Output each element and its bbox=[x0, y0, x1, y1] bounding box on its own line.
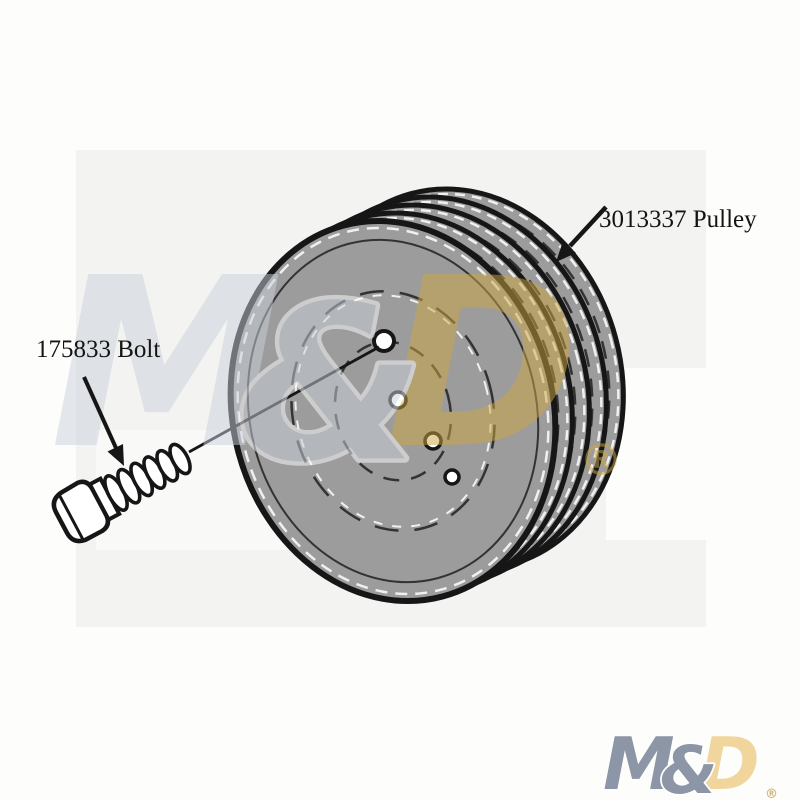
pulley-callout-arrowhead bbox=[556, 241, 576, 262]
bolt-callout-arrowhead bbox=[107, 444, 124, 466]
bolt-drawing bbox=[51, 345, 380, 544]
callouts: 175833 Bolt 3013337 Pulley bbox=[36, 205, 757, 466]
bolt-hole bbox=[423, 431, 443, 451]
watermark-ampersand: & bbox=[238, 259, 425, 509]
bolt-thread bbox=[168, 442, 192, 476]
pulley-callout-arrow bbox=[568, 205, 608, 248]
bolt-hole bbox=[388, 390, 408, 410]
brand-ampersand: & bbox=[660, 732, 718, 800]
bolt-alignment-line bbox=[188, 345, 380, 454]
pulley-callout-label: 3013337 Pulley bbox=[599, 206, 757, 233]
bolt-hole bbox=[443, 468, 461, 486]
brand-letter-m: M bbox=[603, 722, 675, 800]
brand-logo: M D & ® bbox=[603, 722, 778, 800]
watermark-logo: M D & ® bbox=[50, 228, 623, 514]
bolt-head-chamfer bbox=[57, 493, 85, 541]
watermark-letter-m: M bbox=[50, 228, 283, 501]
pulley-face bbox=[227, 217, 559, 605]
registered-trademark-icon: ® bbox=[765, 787, 778, 800]
watermark-registered-mark: ® bbox=[579, 436, 623, 486]
bolt-callout-arrow bbox=[82, 376, 118, 449]
brand-letter-d: D bbox=[700, 722, 760, 800]
hub-bolt-hole bbox=[372, 329, 396, 353]
watermark-letter-d: D bbox=[385, 228, 580, 501]
bolt-callout-label: 175833 Bolt bbox=[36, 336, 160, 363]
pulley-drawing bbox=[227, 186, 626, 605]
